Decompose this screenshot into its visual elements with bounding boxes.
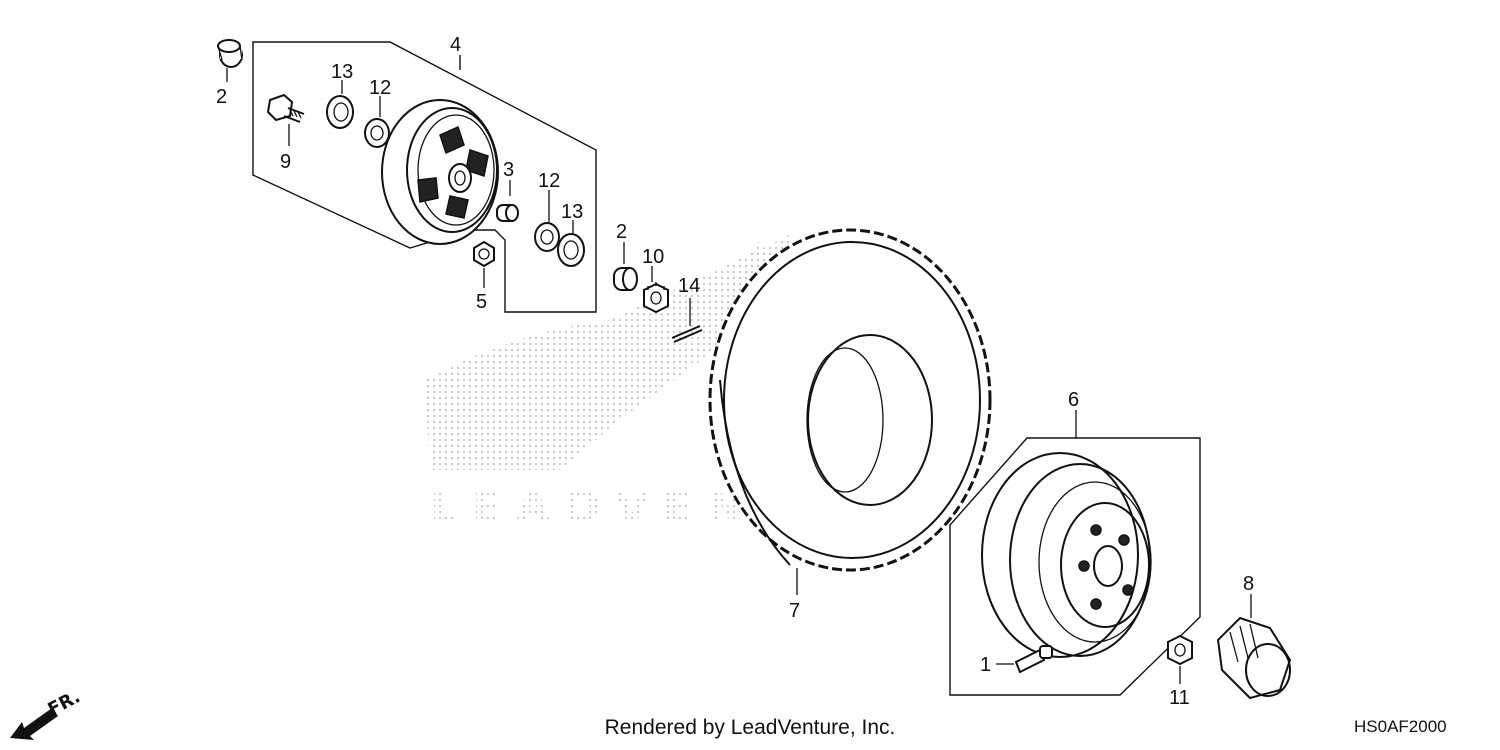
callout-14: 14 xyxy=(678,275,700,297)
part-2-collar-left xyxy=(217,39,243,68)
callout-12-lower: 12 xyxy=(538,170,560,192)
callout-1: 1 xyxy=(980,654,991,676)
callout-9: 9 xyxy=(280,151,291,173)
wheel-group-bracket xyxy=(949,437,1201,696)
part-2-collar-mid xyxy=(613,267,638,291)
part-4-hub xyxy=(381,99,499,245)
part-1-valve xyxy=(1014,645,1053,674)
callout-2-left: 2 xyxy=(216,86,227,108)
callout-8: 8 xyxy=(1243,573,1254,595)
part-6-rim xyxy=(981,452,1152,658)
callout-7: 7 xyxy=(789,600,800,622)
callout-10: 10 xyxy=(642,246,664,268)
render-credit: Rendered by LeadVenture, Inc. xyxy=(604,716,896,739)
part-12-bearing-lower xyxy=(534,222,560,252)
part-9-bolt xyxy=(266,93,305,123)
part-7-tire xyxy=(708,228,992,572)
part-13-seal-lower xyxy=(557,233,585,267)
callout-13-top: 13 xyxy=(331,61,353,83)
callout-11: 11 xyxy=(1169,687,1190,709)
diagram-code: HS0AF2000 xyxy=(1354,717,1447,736)
part-14-cotter-pin xyxy=(671,325,703,343)
callout-13-lower: 13 xyxy=(561,201,583,223)
callout-12-top: 12 xyxy=(369,77,391,99)
front-arrow-icon xyxy=(10,708,58,740)
hub-group-bracket xyxy=(252,41,597,313)
callout-2-mid: 2 xyxy=(616,221,627,243)
part-10-castle-nut xyxy=(643,282,669,314)
callout-6: 6 xyxy=(1068,389,1079,411)
part-13-seal-top xyxy=(326,95,354,129)
part-5-nut xyxy=(473,240,495,268)
part-3-spacer xyxy=(496,204,519,222)
callout-4: 4 xyxy=(450,34,461,56)
callout-5: 5 xyxy=(476,291,487,313)
part-8-cap xyxy=(1216,616,1292,700)
callout-3: 3 xyxy=(503,159,514,181)
part-11-nut xyxy=(1167,634,1193,666)
part-12-bearing-top xyxy=(364,118,390,148)
